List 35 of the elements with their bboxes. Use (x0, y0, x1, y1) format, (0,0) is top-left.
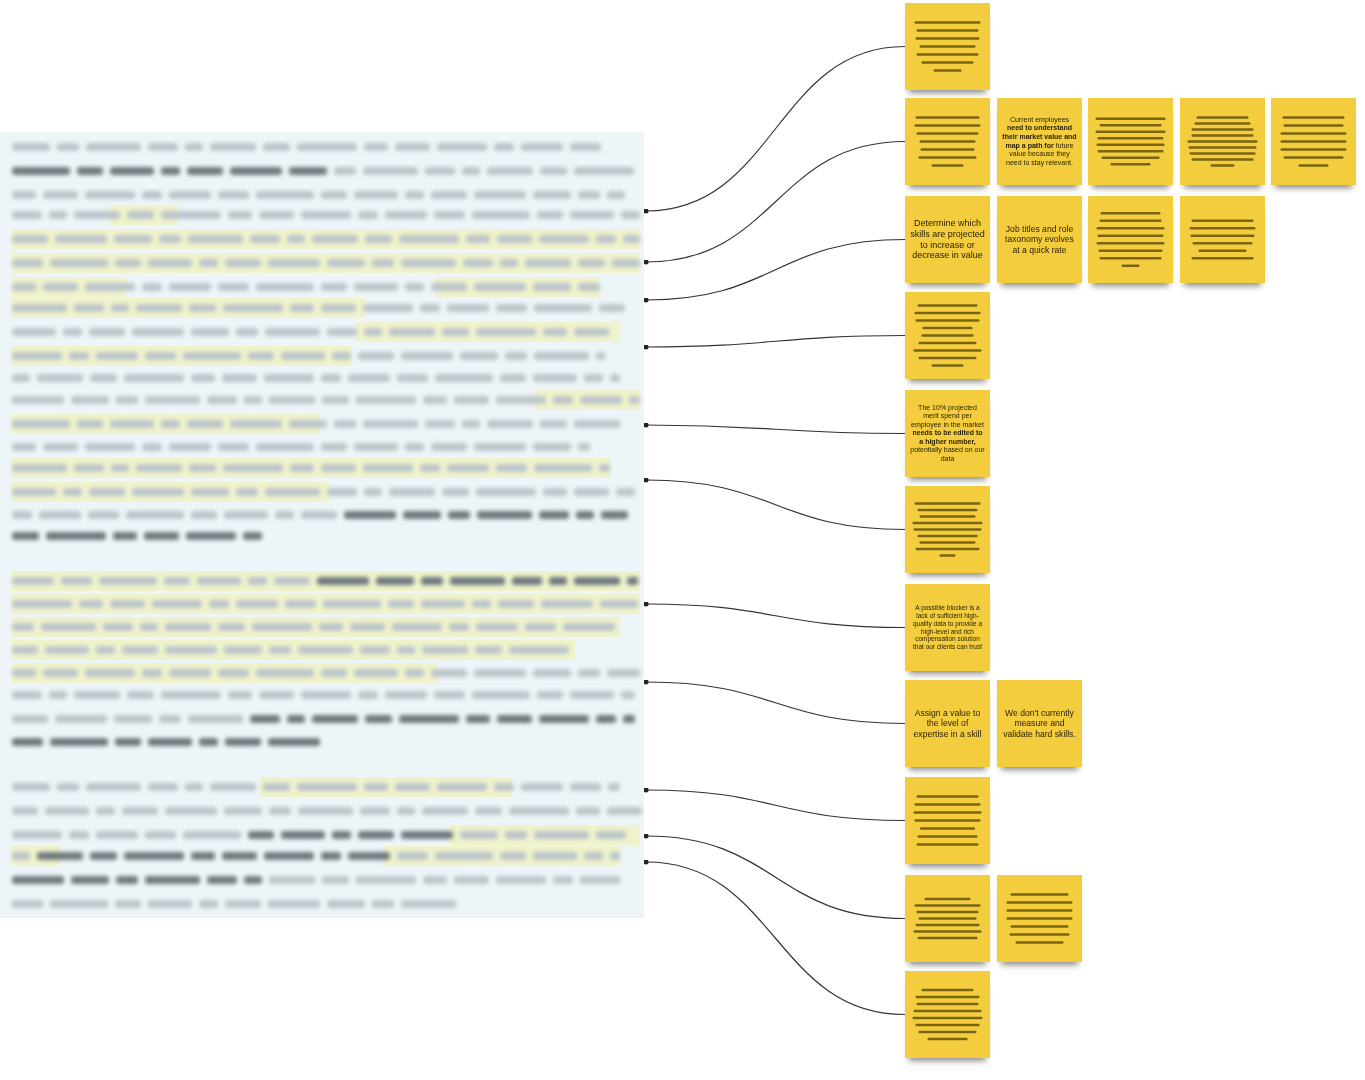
connector-line (643, 859, 906, 1016)
sticky-note (997, 196, 1082, 283)
sticky-note (1088, 98, 1173, 185)
connector-line (643, 238, 906, 303)
sticky-note (905, 98, 990, 185)
sticky-note (905, 292, 990, 379)
connector-line (643, 787, 906, 822)
sticky-note (905, 196, 990, 283)
connector-line (643, 140, 906, 265)
connector-line (643, 833, 906, 920)
sticky-note (905, 3, 990, 90)
note-text: Assign a value to the level of expertise in a skill (912, 707, 983, 740)
sticky-note (997, 98, 1082, 185)
sticky-note (997, 680, 1082, 767)
note-text: Determine which skills are projected to increase or decrease in value (910, 217, 985, 262)
note-text: Job titles and role taxonomy evolves at a quick rate (1004, 223, 1075, 256)
sticky-note (1180, 196, 1265, 283)
sticky-note (1180, 98, 1265, 185)
sticky-note (905, 971, 990, 1058)
sticky-note (905, 486, 990, 573)
sticky-note (905, 584, 990, 671)
sticky-note (1271, 98, 1356, 185)
connector-line (643, 679, 906, 725)
connector-line (643, 422, 906, 435)
connector-line (643, 334, 906, 350)
sticky-note (905, 777, 990, 864)
connector-line (643, 601, 906, 629)
note-text: We don't currently measure and validate hard skills. (1002, 707, 1077, 740)
sticky-note (905, 680, 990, 767)
sticky-note (905, 390, 990, 477)
sticky-note (997, 875, 1082, 962)
connector-line (643, 45, 906, 214)
sticky-note (1088, 196, 1173, 283)
connector-line (643, 477, 906, 531)
sticky-note (905, 875, 990, 962)
